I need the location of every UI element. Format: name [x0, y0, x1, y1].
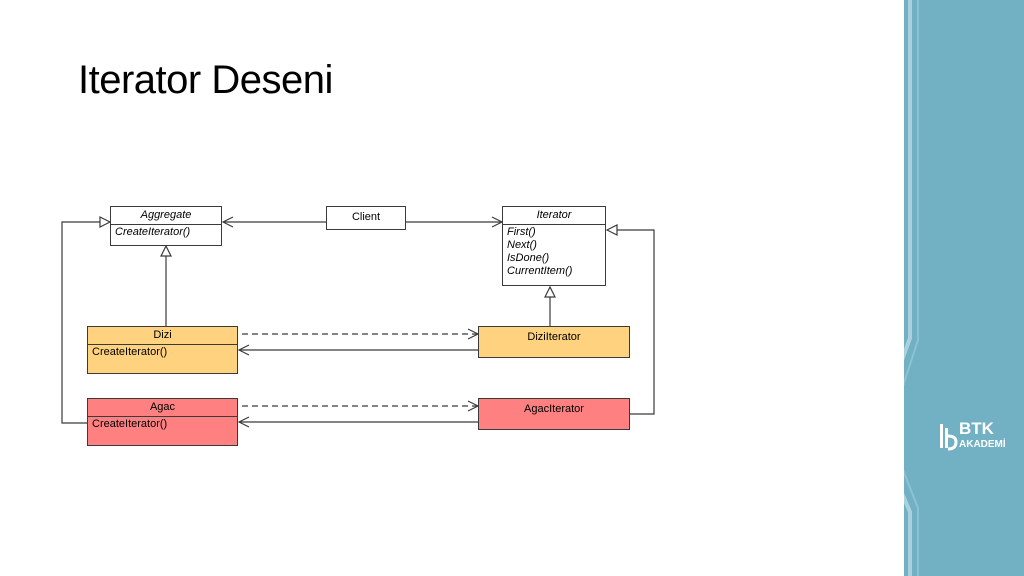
- agac-method: CreateIterator(): [92, 418, 168, 430]
- agaciterator-class: AgacIterator: [478, 398, 630, 430]
- slide-title: Iterator Deseni: [78, 58, 333, 102]
- iterator-method: CurrentItem(): [507, 265, 573, 277]
- agac-class: Agac CreateIterator(): [87, 398, 238, 446]
- client-class: Client: [326, 206, 406, 230]
- btk-logo-mark-icon: [940, 424, 958, 451]
- aggregate-methods: CreateIterator(): [111, 224, 221, 240]
- agaciterator-inherits-iterator-line: [607, 230, 655, 415]
- btk-logo: BTK AKADEMİ: [938, 420, 1018, 456]
- iterator-method: IsDone(): [507, 252, 550, 264]
- aggregate-method: CreateIterator(): [115, 226, 191, 238]
- aggregate-class-name: Aggregate: [140, 209, 192, 221]
- diziiterator-class: DiziIterator: [478, 326, 630, 358]
- aggregate-class: Aggregate CreateIterator(): [110, 206, 222, 246]
- iterator-class-name: Iterator: [536, 209, 572, 221]
- side-band: [904, 0, 1024, 576]
- agaciterator-class-name: AgacIterator: [524, 403, 584, 415]
- client-class-name: Client: [351, 211, 381, 223]
- agac-class-name: Agac: [149, 401, 176, 413]
- diagram-connectors: [61, 0, 655, 576]
- iterator-method: Next(): [507, 239, 537, 251]
- diziiterator-class-name: DiziIterator: [527, 331, 581, 343]
- band-chevron-line: [904, 0, 912, 576]
- iterator-method: First(): [507, 226, 536, 238]
- iterator-methods: First() Next() IsDone() CurrentItem(): [503, 224, 605, 279]
- logo-text-akademi: AKADEMİ: [959, 439, 1006, 450]
- band-fill: [904, 0, 1024, 576]
- dizi-method: CreateIterator(): [92, 346, 168, 358]
- iterator-class: Iterator First() Next() IsDone() Current…: [502, 206, 606, 286]
- agac-methods: CreateIterator(): [88, 416, 237, 432]
- agac-inherits-aggregate-line: [61, 222, 110, 424]
- dizi-class-name: Dizi: [153, 329, 172, 341]
- logo-text-btk: BTK: [959, 419, 994, 438]
- dizi-class: Dizi CreateIterator(): [87, 326, 238, 374]
- band-chevron-line-inner: [904, 0, 919, 576]
- dizi-methods: CreateIterator(): [88, 344, 237, 360]
